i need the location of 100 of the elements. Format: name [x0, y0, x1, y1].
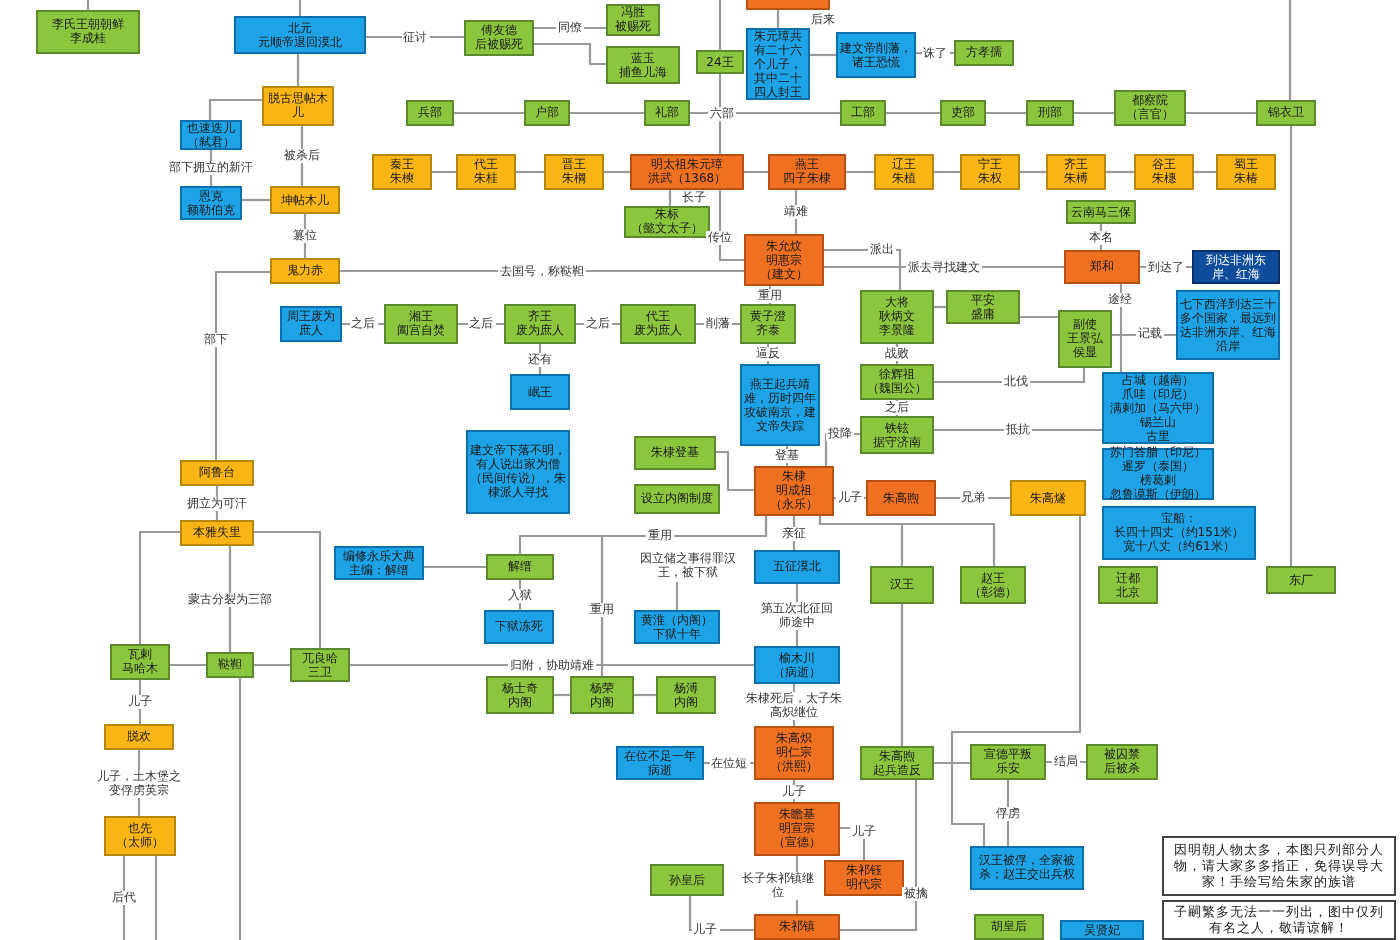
entry-box	[504, 304, 576, 344]
info-box	[1102, 448, 1214, 500]
note-box	[1162, 900, 1396, 940]
entry-box	[754, 802, 840, 856]
connector-line	[424, 565, 486, 569]
entry-box	[180, 460, 254, 486]
info-box	[634, 610, 720, 644]
entry-box	[1026, 100, 1074, 126]
connector-line	[1074, 111, 1114, 115]
connector-line	[744, 170, 768, 174]
entry-box	[946, 290, 1020, 324]
connector-line	[138, 680, 142, 724]
connector-line	[1020, 315, 1058, 319]
connector-line	[846, 170, 874, 174]
connector-line	[170, 663, 206, 667]
entry-box	[1098, 566, 1158, 604]
entry-box	[754, 466, 834, 516]
entry-box	[840, 100, 886, 126]
entry-box	[860, 416, 934, 454]
info-box	[836, 32, 916, 78]
connector-line	[718, 74, 722, 154]
connector-line	[668, 190, 672, 206]
entry-box	[544, 154, 604, 190]
entry-box	[1216, 154, 1276, 190]
entry-box	[970, 744, 1046, 780]
entry-box	[1086, 744, 1158, 780]
entry-box	[870, 566, 934, 604]
connector-line	[818, 516, 996, 566]
connector-line	[950, 516, 1082, 846]
info-box	[970, 846, 1084, 890]
note-box	[1162, 836, 1396, 896]
entry-box	[406, 100, 454, 126]
connector-line	[303, 214, 307, 258]
entry-box	[1010, 480, 1086, 516]
entry-box	[650, 864, 724, 896]
connector-line	[688, 896, 754, 932]
entry-box	[866, 480, 936, 516]
connector-line	[242, 198, 270, 202]
entry-box	[606, 4, 660, 36]
connector-line	[810, 53, 836, 57]
connector-line	[154, 856, 158, 940]
entry-box	[624, 206, 710, 238]
connector-line	[1289, 126, 1293, 566]
connector-line	[794, 190, 798, 234]
connector-line	[1106, 170, 1134, 174]
info-box	[510, 374, 570, 410]
entry-box	[860, 290, 934, 344]
info-box	[1102, 372, 1214, 444]
entry-box	[696, 50, 744, 74]
entry-box	[740, 304, 796, 344]
connector-line	[840, 826, 866, 860]
connector-line	[604, 170, 630, 174]
entry-box	[974, 914, 1044, 940]
entry-box	[634, 484, 720, 514]
info-box	[754, 550, 840, 584]
info-box	[616, 746, 704, 780]
connector-line	[718, 0, 722, 50]
connector-line	[228, 546, 232, 652]
connector-line	[986, 111, 1026, 115]
connector-line	[634, 693, 656, 697]
connector-line	[238, 678, 242, 940]
entry-box	[754, 914, 840, 940]
connector-line	[538, 344, 542, 374]
entry-box	[486, 554, 554, 580]
entry-box	[644, 100, 690, 126]
info-box	[180, 120, 242, 150]
entry-box	[1058, 310, 1112, 368]
entry-box	[824, 860, 904, 896]
entry-box	[1266, 566, 1336, 594]
connector-line	[934, 305, 946, 309]
connector-line	[138, 530, 180, 644]
entry-box	[456, 154, 516, 190]
connector-line	[432, 170, 456, 174]
entry-box	[606, 46, 680, 84]
entry-box	[860, 746, 934, 780]
entry-box	[36, 10, 140, 54]
entry-box	[1114, 90, 1186, 126]
connector-line	[886, 111, 940, 115]
entry-box	[860, 364, 934, 400]
entry-box	[768, 154, 846, 190]
entry-box	[1192, 250, 1280, 284]
connector-line	[554, 693, 570, 697]
info-box	[180, 186, 242, 220]
connector-line	[518, 580, 522, 610]
entry-box	[630, 154, 744, 190]
entry-box	[486, 676, 554, 714]
entry-box	[104, 724, 174, 750]
connector-line	[214, 270, 270, 460]
connector-line	[254, 663, 290, 667]
entry-box	[874, 154, 934, 190]
entry-box	[634, 436, 716, 470]
info-box	[484, 610, 554, 644]
entry-box	[290, 648, 350, 682]
info-box	[234, 16, 366, 54]
connector-line	[86, 0, 90, 10]
connector-line	[122, 856, 126, 940]
entry-box	[754, 726, 834, 780]
connector-line	[454, 111, 524, 115]
entry-box	[744, 234, 824, 286]
connector-line	[1119, 284, 1123, 372]
